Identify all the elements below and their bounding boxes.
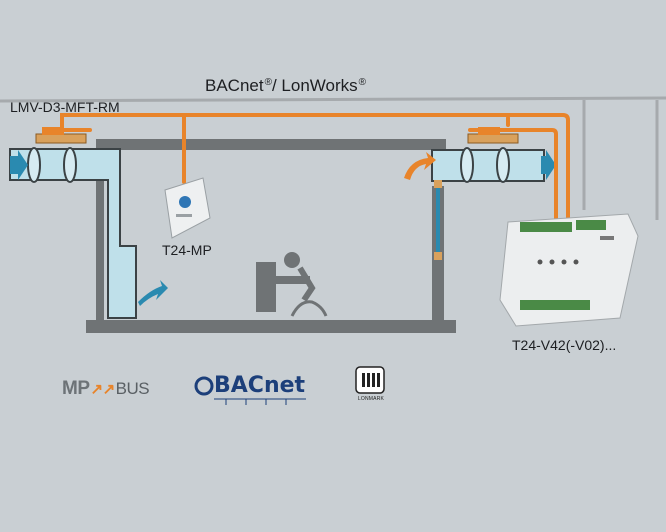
bus-label: BACnet®/ LonWorks® — [205, 76, 366, 96]
bacnet-grid-icon — [194, 376, 306, 405]
mp-bus-logo-arrows: ↗↗ — [90, 381, 116, 398]
person-at-desk-icon — [256, 252, 328, 317]
actuator-label: LMV-D3-MFT-RM — [10, 99, 120, 115]
controller-device — [499, 213, 639, 327]
airflow-in-arrow-icon — [10, 150, 28, 180]
lonmark-logo-icon — [355, 366, 385, 394]
controller-label: T24-V42(-V02)... — [512, 337, 617, 353]
room-unit-device — [164, 177, 211, 239]
cables — [58, 113, 570, 220]
actuator-supply — [35, 127, 87, 144]
actuator-exhaust — [467, 127, 519, 144]
lonmark-logo: LONMARK — [356, 367, 386, 402]
exhaust-duct — [431, 149, 545, 182]
lonmark-logo-caption: LONMARK — [357, 396, 385, 402]
room-unit-label: T24-MP — [162, 242, 212, 258]
bus-label-part2: / LonWorks — [271, 76, 358, 95]
mp-bus-logo-bus: BUS — [115, 379, 150, 398]
exhaust-air-arrow-icon — [404, 152, 436, 180]
mp-bus-logo-mp: MP — [62, 378, 90, 399]
bus-label-reg1: ® — [264, 77, 272, 88]
bacnet-logo-text: BACnet — [214, 373, 306, 398]
damper-supply — [27, 147, 77, 183]
bacnet-logo: BACnet — [194, 373, 305, 398]
damper-exhaust — [460, 147, 510, 183]
supply-air-arrow-icon — [138, 280, 168, 306]
sensor-pole — [434, 180, 442, 260]
bus-label-reg2: ® — [358, 77, 367, 88]
mp-bus-logo: MP↗↗BUS — [62, 378, 150, 400]
bus-label-part1: BACnet — [205, 76, 264, 95]
airflow-out-arrow-icon — [541, 150, 556, 180]
bus-lines — [0, 96, 666, 220]
